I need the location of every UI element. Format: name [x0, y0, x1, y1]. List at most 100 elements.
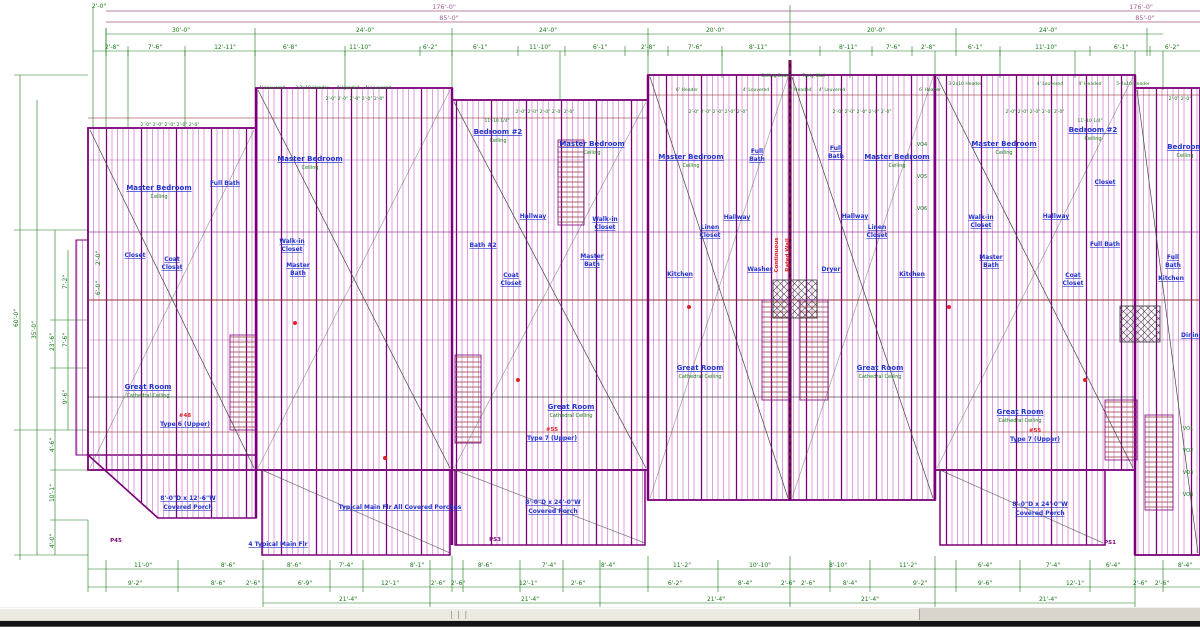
scrollbar-thumb[interactable]: | | | [0, 608, 920, 620]
ceiling-note: Cathedral Ceiling [549, 413, 592, 419]
spacing-dim: 11'-10 1/4" [484, 118, 509, 124]
room-label: Closet [161, 264, 182, 271]
unit-type-tag: #55 [546, 427, 558, 433]
room-label: Kitchen [1158, 275, 1184, 282]
room-label: Coat [503, 272, 519, 279]
header-note: 4' Louvered [365, 85, 392, 91]
room-label: Closet [970, 222, 991, 229]
dim-label: 7'-6" [886, 44, 900, 51]
dim-label: 11'-2" [899, 562, 917, 569]
overall-dim: 176'-0" [1129, 3, 1153, 11]
window-bottom-border [0, 621, 1200, 627]
overall-dim: 85'-0" [439, 14, 459, 22]
dim-label: 6'-1" [593, 44, 607, 51]
dim-label: 11'-10" [1035, 44, 1057, 51]
dim-label: 6'-2" [423, 44, 437, 51]
porch-label: 8'-0"D x 24'-0"W [525, 499, 581, 506]
dim-label: 21'-4" [339, 596, 357, 603]
dim-label: 2'-6" [1133, 580, 1147, 587]
room-label: Bath #2 [469, 242, 496, 249]
unit-type-label: Type 7 (Upper) [1010, 436, 1060, 443]
room-label: Great Room [548, 403, 595, 411]
post-tag: PS3 [489, 537, 501, 543]
vent-tag: VO2 [1183, 448, 1193, 454]
dim-label: 7'-4" [1046, 562, 1060, 569]
ceiling-note: Cathedral Ceiling [126, 393, 169, 399]
room-label: Bath [749, 156, 765, 163]
vent-tag: VO3 [1183, 470, 1193, 476]
dim-label: 20'-0" [706, 27, 724, 34]
dim-label: 8'-4" [738, 580, 752, 587]
porch-note: Typical Main Flr All Covered Porches [339, 504, 462, 511]
ceiling-note: Ceiling [1084, 136, 1101, 142]
room-label: Bedroom #2 [1069, 126, 1118, 134]
room-label: Walk-in [592, 216, 617, 223]
room-label: Washer [747, 266, 772, 273]
floor-plan-svg: 176'-0"176'-0"85'-0"85'-0"2'-0"30'-0"24'… [13, 3, 1200, 607]
bracing-diagonals [87, 76, 1199, 554]
dim-label: 2'-6" [781, 580, 795, 587]
header-note: 4' Headed [337, 85, 360, 91]
spacing-row: 2'-0" 2'-0" 2'-0" 2'-0" 2'-0" [688, 109, 747, 115]
dim-label: 2'-6" [431, 580, 445, 587]
room-label: Master [286, 262, 310, 269]
dim-label: 10'-10" [749, 562, 771, 569]
spacing-row: 2'-0" 2'-0" 2'-0" 2'-0" 2'-0" [1005, 109, 1064, 115]
header-note: 4' Louvered [259, 85, 286, 91]
room-label: Master [580, 253, 604, 260]
header-note: 4' Louvered [743, 87, 770, 93]
dim-label: 6'-2" [1165, 44, 1179, 51]
dim-label: 8'-10" [829, 562, 847, 569]
dim-label: 2'-6" [571, 580, 585, 587]
dim-label: 7'-4" [339, 562, 353, 569]
dim-label: 7'-4" [542, 562, 556, 569]
ceiling-note: Ceiling [682, 163, 699, 169]
room-label: Closet [866, 232, 887, 239]
dim-label: 12'-1" [1066, 580, 1084, 587]
header-note: 4' Louvered [1037, 81, 1064, 87]
header-note: 3-2x10 Header [295, 85, 329, 91]
overall-dim: 176'-0" [432, 3, 456, 11]
horizontal-scrollbar[interactable]: | | | [0, 607, 1200, 621]
room-label: Bath [584, 261, 600, 268]
dim-label: 2'-6" [801, 580, 815, 587]
dim-label: 11'-0" [134, 562, 152, 569]
dim-label: 24'-0" [1039, 27, 1057, 34]
vent-tag: VO4 [1183, 492, 1193, 498]
dim-label: 2'-6" [451, 580, 465, 587]
room-label: Linen [868, 224, 887, 231]
dim-label: 6'-8" [283, 44, 297, 51]
header-note: 4' Louvered [819, 87, 846, 93]
ceiling-note: Ceiling [995, 150, 1012, 156]
dim-label: 6'-1" [473, 44, 487, 51]
room-label: Bath [983, 262, 999, 269]
porch-note: 4 Typical Main Flr [248, 541, 307, 548]
header-note: 5-2x10 Header [1116, 81, 1150, 87]
dim-label: 8'-6" [478, 562, 492, 569]
ceiling-note: Ceiling [888, 163, 905, 169]
dim-label: 8'-1" [410, 562, 424, 569]
room-label: Hallway [520, 213, 547, 220]
room-label: Master Bedroom [559, 140, 624, 148]
ceiling-note: Cathedral Ceiling [998, 418, 1041, 424]
dim-label: 21'-4" [1039, 596, 1057, 603]
room-label: Closet [281, 246, 302, 253]
cad-drawing-canvas[interactable]: 176'-0"176'-0"85'-0"85'-0"2'-0"30'-0"24'… [0, 0, 1200, 607]
dim-label: 8'-6" [221, 562, 235, 569]
room-label: Closet [1062, 280, 1083, 287]
unit-type-tag: #48 [179, 413, 191, 419]
room-label: Full Bath [210, 180, 240, 187]
room-label: Coat [164, 256, 180, 263]
room-label: Master [979, 254, 1003, 261]
room-label: Great Room [857, 364, 904, 372]
beam-note: Ceiling Beam [761, 73, 791, 79]
dim-label: 8'-4" [601, 562, 615, 569]
dim-label: 8'-4" [1178, 562, 1192, 569]
dim-label: 11'-10" [349, 44, 371, 51]
spacing-row: 2'-0" 2'-0" 2'-0" 2'-0" 2'-0" [832, 109, 891, 115]
dim-label: 6'-2" [668, 580, 682, 587]
dim-label: 9'-6" [62, 390, 69, 404]
room-label: Bedroom #2 [474, 128, 523, 136]
dim-label: 7'-6" [148, 44, 162, 51]
scrollbar-grip: | | | [450, 610, 469, 619]
